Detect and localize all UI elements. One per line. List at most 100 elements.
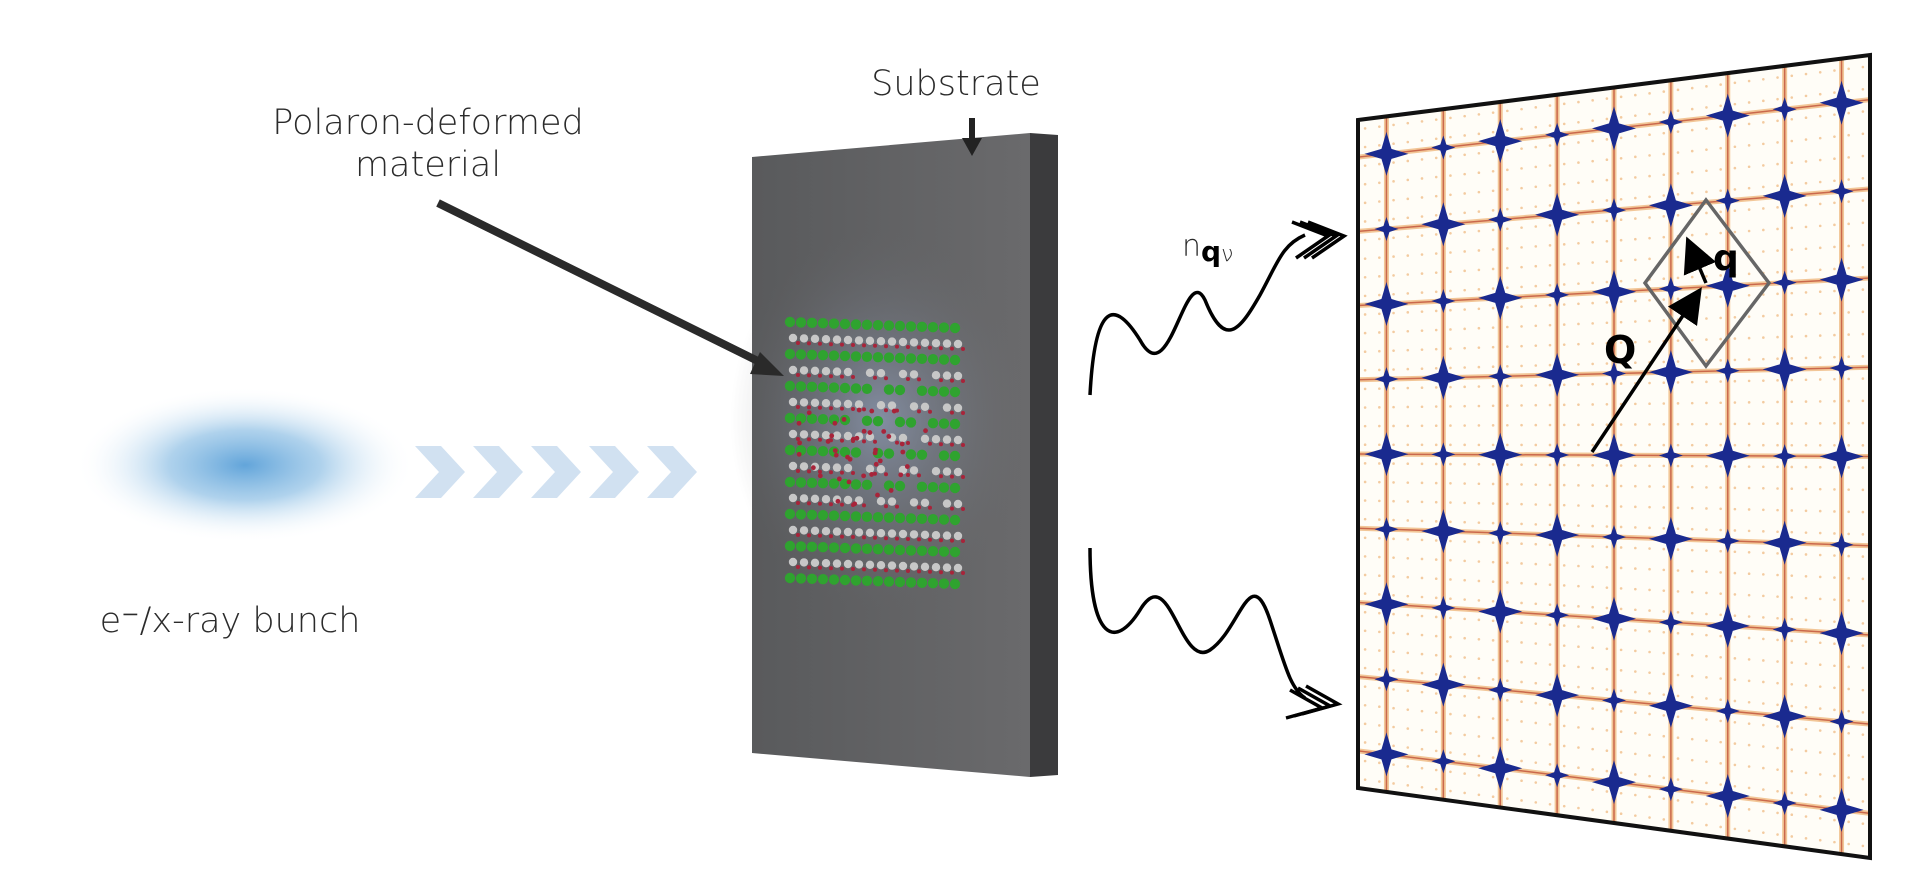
bragg-peak [1545, 603, 1570, 628]
diffuse-dot [1676, 611, 1680, 614]
diffuse-dot [1520, 601, 1523, 605]
atom [917, 409, 921, 414]
diffuse-dot [1634, 814, 1637, 817]
diffuse-dot [1634, 134, 1637, 138]
atom [806, 509, 818, 520]
diffuse-dot [1477, 268, 1481, 272]
diffuse-dot [1833, 69, 1836, 72]
diffuse-dot [1662, 506, 1666, 509]
diffuse-dot [1690, 779, 1694, 783]
diffuse-dot [1378, 312, 1381, 316]
diffuse-dot [1676, 213, 1680, 217]
diffuse-dot [1648, 692, 1651, 695]
bragg-peak [1602, 198, 1626, 223]
diffuse-dot [1477, 463, 1481, 466]
bragg-peak [1374, 216, 1399, 241]
diffuse-dot [1861, 666, 1865, 670]
diffuse-dot [1406, 235, 1410, 238]
diffuse-dot [1577, 544, 1580, 548]
diffuse-dot [1733, 166, 1737, 170]
diffuse-dot [1506, 345, 1509, 348]
diffuse-dot [1705, 401, 1708, 405]
atom [867, 430, 873, 435]
diffuse-dot [1662, 818, 1666, 821]
diffuse-dot [1491, 521, 1495, 525]
bragg-peak [1819, 257, 1864, 302]
diffuse-dot [1762, 400, 1765, 404]
diffuse-dot [1420, 709, 1424, 713]
diffuse-dot [1762, 766, 1765, 770]
diffuse-dot [1719, 613, 1722, 617]
atom [909, 466, 919, 475]
atom [872, 352, 884, 363]
diffuse-dot [1790, 509, 1794, 512]
diffuse-dot [1733, 337, 1737, 340]
diffuse-dot [1591, 423, 1594, 427]
diffuse-dot [1762, 788, 1765, 791]
atom [845, 454, 850, 460]
diffuse-dot [1591, 707, 1594, 710]
diffuse-dot [1520, 759, 1523, 763]
diffuse-dot [1449, 462, 1452, 466]
diffuse-dot [1392, 368, 1395, 371]
diffuse-dot [1833, 532, 1836, 535]
diffuse-dot [1605, 627, 1609, 630]
atom [942, 499, 952, 508]
diffuse-dot [1804, 138, 1808, 141]
diffuse-dot [1648, 154, 1651, 157]
diffuse-dot [1861, 644, 1865, 647]
atom [884, 344, 888, 349]
diffuse-dot [1392, 443, 1395, 447]
diffuse-dot [1861, 288, 1865, 291]
diffuse-dot [1577, 443, 1580, 447]
diffuse-dot [1577, 262, 1580, 265]
diffuse-dot [1520, 720, 1523, 723]
diffuse-dot [1733, 465, 1737, 468]
atom [839, 318, 851, 330]
diffuse-dot [1392, 142, 1395, 146]
atom [806, 317, 818, 328]
diffuse-dot [1591, 99, 1594, 102]
diffuse-dot [1705, 106, 1708, 109]
diffuse-dot [1634, 629, 1637, 632]
bragg-peak [1715, 358, 1740, 383]
bragg-peak [1374, 667, 1399, 692]
diffuse-dot [1506, 541, 1509, 545]
diffuse-dot [1392, 518, 1395, 522]
bragg-peak [1364, 282, 1409, 327]
diffuse-dot [1861, 510, 1865, 514]
atom [898, 529, 908, 539]
atom [927, 418, 939, 429]
diffuse-dot [1690, 737, 1694, 741]
diffuse-dot [1648, 733, 1651, 737]
atom [938, 418, 950, 429]
diffuse-dot [1790, 530, 1794, 534]
diffuse-dot [1719, 401, 1722, 405]
diffuse-dot [1634, 505, 1637, 509]
diffuse-dot [1662, 776, 1666, 780]
diffuse-dot [1833, 664, 1836, 668]
diffuse-dot [1662, 526, 1666, 530]
atom [810, 465, 816, 471]
atom [938, 482, 950, 493]
atom [920, 434, 930, 443]
diffuse-dot [1449, 135, 1452, 139]
diffuse-dot [1363, 424, 1367, 428]
diffuse-dot [1378, 256, 1381, 259]
diffuse-dot [1420, 234, 1424, 237]
bragg-peak [1545, 122, 1570, 147]
bragg-peak [1602, 688, 1626, 713]
diffuse-dot [1577, 221, 1580, 225]
diffuse-dot [1833, 510, 1836, 513]
diffuse-dot [1605, 545, 1609, 549]
diffuse-dot [1378, 686, 1381, 690]
diffuse-dot [1506, 423, 1509, 427]
atom [843, 367, 853, 377]
diffuse-dot [1662, 672, 1666, 676]
diffuse-dot [1534, 185, 1538, 189]
atom [788, 365, 798, 375]
diffuse-dot [1662, 714, 1666, 717]
diffuse-dot [1548, 643, 1552, 646]
diffuse-dot [1733, 657, 1737, 660]
diffuse-dot [1818, 707, 1822, 710]
